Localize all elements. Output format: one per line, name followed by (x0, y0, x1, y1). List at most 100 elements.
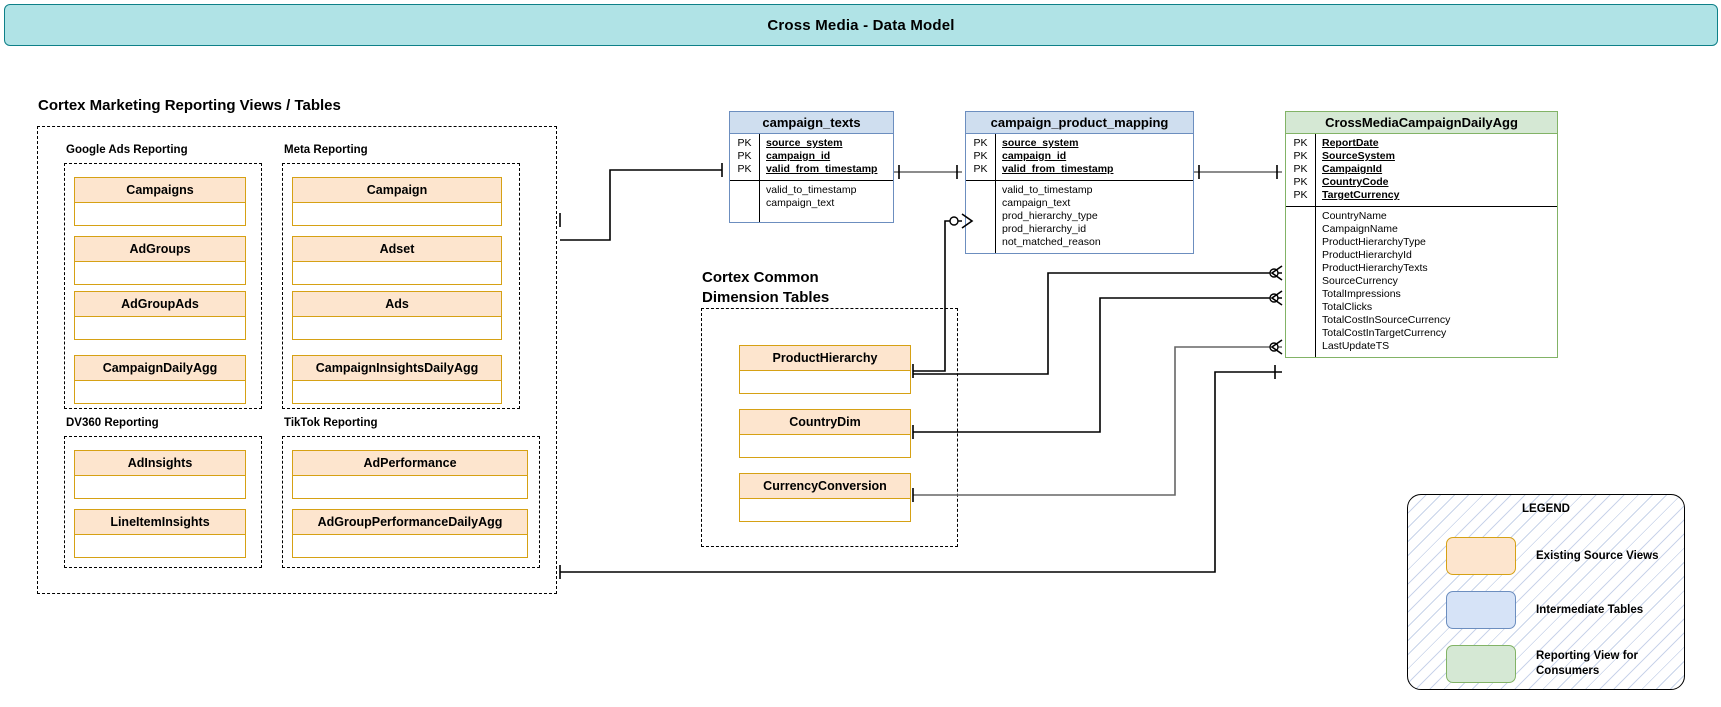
google-ads-group-box (64, 163, 262, 409)
wire-zero-marker-4 (1269, 342, 1279, 352)
dv360-group-box (64, 436, 262, 568)
key-badge: PK (1293, 137, 1308, 149)
entity-cross-media-campaign-daily-agg[interactable]: CrossMediaCampaignDailyAgg PK PK PK PK P… (1285, 111, 1558, 358)
key-badge: PK (1293, 150, 1308, 162)
table-adinsights[interactable]: AdInsights (74, 450, 246, 499)
key-badge: PK (737, 150, 752, 162)
attr-field: prod_hierarchy_type (1002, 210, 1098, 222)
key-badge: PK (1293, 163, 1308, 175)
legend-swatch-green (1446, 645, 1516, 683)
attr-field: CampaignName (1322, 223, 1398, 235)
key-field: ReportDate (1322, 137, 1379, 149)
tiktok-group-box (282, 436, 540, 568)
table-campaigninsightsdailyagg[interactable]: CampaignInsightsDailyAgg (292, 355, 502, 404)
table-campaign[interactable]: Campaign (292, 177, 502, 226)
attr-field: TotalCostInTargetCurrency (1322, 327, 1447, 339)
wire-sources-to-campaign-texts (560, 169, 722, 241)
wire-crowsfoot-4 (1270, 339, 1283, 355)
table-adinsights-title: AdInsights (75, 451, 245, 476)
table-campaigninsightsdailyagg-title: CampaignInsightsDailyAgg (293, 356, 501, 381)
table-adgroupperformancedailyagg-body (293, 535, 527, 557)
table-adgroups-body (75, 262, 245, 284)
legend-item-intermediate-tables: Intermediate Tables (1446, 591, 1643, 629)
key-badges: PK PK PK PK PK (1286, 134, 1316, 206)
table-lineiteminsights-body (75, 535, 245, 557)
attr-field: TotalImpressions (1322, 288, 1401, 300)
table-adgroupads-title: AdGroupAds (75, 292, 245, 317)
attr-field: CountryName (1322, 210, 1387, 222)
table-campaigndailyagg-body (75, 381, 245, 403)
attr-field: SourceCurrency (1322, 275, 1398, 287)
table-ads[interactable]: Ads (292, 291, 502, 340)
group-label-dv360: DV360 Reporting (66, 417, 159, 429)
attr-badge-col (730, 181, 760, 222)
table-ads-body (293, 317, 501, 339)
entity-campaign-product-mapping[interactable]: campaign_product_mapping PK PK PK source… (965, 111, 1194, 254)
table-currencyconversion[interactable]: CurrencyConversion (739, 473, 911, 522)
table-adgroupperformancedailyagg[interactable]: AdGroupPerformanceDailyAgg (292, 509, 528, 558)
table-adset[interactable]: Adset (292, 236, 502, 285)
key-field: SourceSystem (1322, 150, 1395, 162)
entity-campaign-product-mapping-title: campaign_product_mapping (966, 112, 1193, 134)
attr-field: TotalClicks (1322, 301, 1373, 313)
key-field: campaign_id (1002, 150, 1067, 162)
key-badge: PK (737, 137, 752, 149)
table-adset-body (293, 262, 501, 284)
table-lineiteminsights-title: LineItemInsights (75, 510, 245, 535)
table-adperformance[interactable]: AdPerformance (292, 450, 528, 499)
entity-campaign-texts-keys: PK PK PK source_system campaign_id valid… (730, 134, 893, 180)
dimension-panel-title: Cortex Common Dimension Tables (702, 269, 830, 306)
attr-field: campaign_text (1002, 197, 1071, 209)
table-campaign-title: Campaign (293, 178, 501, 203)
entity-campaign-product-mapping-keys: PK PK PK source_system campaign_id valid… (966, 134, 1193, 180)
entity-campaign-texts-title: campaign_texts (730, 112, 893, 134)
attr-field: TotalCostInSourceCurrency (1322, 314, 1451, 326)
group-label-tiktok: TikTok Reporting (284, 417, 378, 429)
key-badge: PK (737, 163, 752, 175)
table-adperformance-title: AdPerformance (293, 451, 527, 476)
table-countrydim-body (740, 435, 910, 457)
table-currencyconversion-title: CurrencyConversion (740, 474, 910, 499)
wire-zero-marker-1 (949, 216, 959, 226)
attr-field: valid_to_timestamp (1002, 184, 1093, 196)
attr-field: LastUpdateTS (1322, 340, 1390, 352)
wire-currencyconversion-to-crossmedia (913, 346, 1282, 496)
wire-zero-marker-2 (1269, 268, 1279, 278)
table-adgroupads-body (75, 317, 245, 339)
key-fields: source_system campaign_id valid_from_tim… (996, 134, 1193, 180)
wire-crowsfoot-3 (1270, 290, 1283, 306)
table-producthierarchy-body (740, 371, 910, 393)
entity-campaign-product-mapping-attributes: valid_to_timestamp campaign_text prod_hi… (966, 180, 1193, 253)
group-label-meta: Meta Reporting (284, 144, 368, 156)
key-fields: ReportDate SourceSystem CampaignId Count… (1316, 134, 1557, 206)
entity-cross-media-attributes: CountryName CampaignName ProductHierarch… (1286, 206, 1557, 357)
table-adgroupads[interactable]: AdGroupAds (74, 291, 246, 340)
entity-cross-media-keys: PK PK PK PK PK ReportDate SourceSystem C… (1286, 134, 1557, 206)
wire-producthierarchy-to-crossmedia (913, 272, 1282, 375)
table-adperformance-body (293, 476, 527, 498)
table-adset-title: Adset (293, 237, 501, 262)
key-badge: PK (973, 137, 988, 149)
key-field: valid_from_timestamp (1002, 163, 1114, 175)
attr-field: prod_hierarchy_id (1002, 223, 1087, 235)
attr-badge-col (1286, 207, 1316, 357)
table-adgroups[interactable]: AdGroups (74, 236, 246, 285)
legend-item-reporting-view: Reporting View for Consumers (1446, 645, 1638, 683)
table-adgroupperformancedailyagg-title: AdGroupPerformanceDailyAgg (293, 510, 527, 535)
table-campaigns[interactable]: Campaigns (74, 177, 246, 226)
wire-zero-marker-3 (1269, 293, 1279, 303)
legend-label: Reporting View for Consumers (1536, 650, 1639, 677)
table-currencyconversion-body (740, 499, 910, 521)
page-title-banner: Cross Media - Data Model (4, 4, 1718, 46)
key-field: source_system (766, 137, 843, 149)
legend-item-existing-source-views: Existing Source Views (1446, 537, 1659, 575)
table-lineiteminsights[interactable]: LineItemInsights (74, 509, 246, 558)
table-producthierarchy[interactable]: ProductHierarchy (739, 345, 911, 394)
entity-campaign-texts[interactable]: campaign_texts PK PK PK source_system ca… (729, 111, 894, 223)
table-campaigndailyagg[interactable]: CampaignDailyAgg (74, 355, 246, 404)
meta-group-box (282, 163, 520, 409)
key-badges: PK PK PK (730, 134, 760, 180)
table-countrydim[interactable]: CountryDim (739, 409, 911, 458)
attr-field: campaign_text (766, 197, 835, 209)
